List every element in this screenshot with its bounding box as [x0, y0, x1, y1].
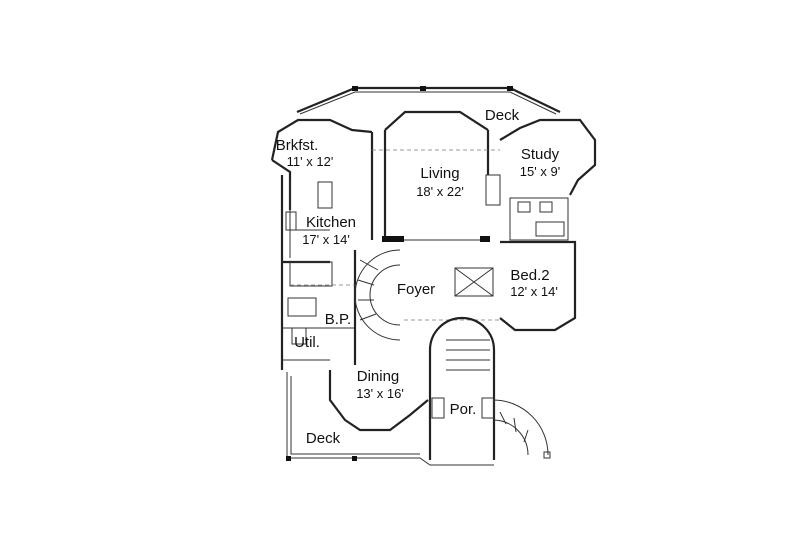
central-walls: [290, 132, 500, 365]
bottom-deck: [286, 372, 494, 466]
room-size-dining: 13' x 16': [356, 386, 404, 401]
front-stair: [428, 316, 551, 460]
room-label-kitchen: Kitchen: [306, 214, 356, 231]
room-label-deck-bottom: Deck: [306, 430, 341, 447]
room-size-study: 15' x 9': [520, 164, 560, 179]
dining-bay: [328, 370, 429, 432]
room-label-util: Util.: [294, 334, 320, 351]
room-label-breakfast: Brkfst.: [276, 137, 319, 154]
spiral-stair: [354, 249, 401, 341]
room-label-living: Living: [420, 165, 459, 182]
room-label-bed2: Bed.2: [510, 267, 549, 284]
room-size-kitchen: 17' x 14': [302, 232, 350, 247]
study-bay: [499, 118, 597, 196]
living-bay: [383, 110, 490, 238]
room-size-breakfast: 11' x 12': [287, 154, 334, 169]
room-label-porch: Por.: [450, 401, 477, 418]
room-label-study: Study: [521, 146, 560, 163]
kitchen-block: [280, 175, 333, 370]
room-label-foyer: Foyer: [397, 281, 435, 298]
study-bath: [485, 174, 569, 241]
room-size-living: 18' x 22': [416, 184, 464, 199]
room-label-bp: B.P.: [325, 311, 351, 328]
bp-util: [282, 297, 355, 361]
top-deck: [296, 86, 561, 115]
room-size-bed2: 12' x 14': [510, 284, 558, 299]
room-label-dining: Dining: [357, 368, 400, 385]
bed2-room: [454, 240, 577, 332]
room-label-deck-top: Deck: [485, 107, 520, 124]
